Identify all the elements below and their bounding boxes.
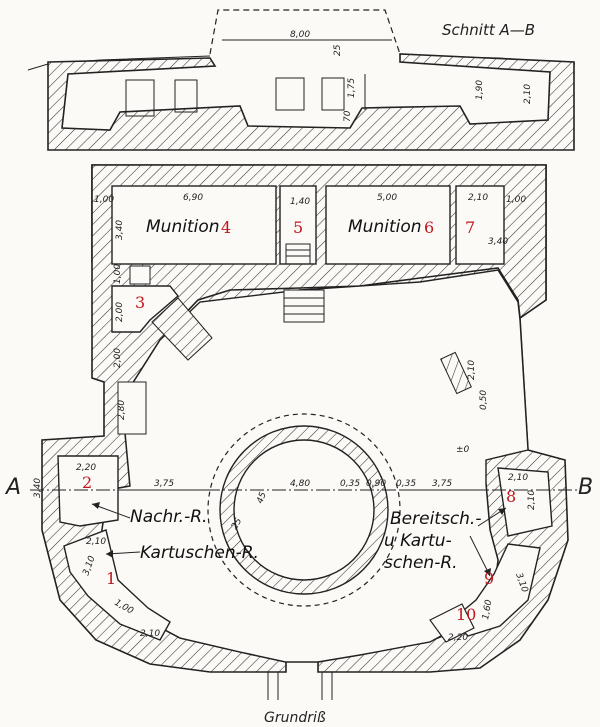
dim-340c: 3,40 xyxy=(33,478,43,498)
plan-view xyxy=(30,164,578,700)
room-number-6: 6 xyxy=(424,218,434,237)
room-7 xyxy=(455,185,505,265)
room-3-passage xyxy=(129,265,151,285)
dashed-roof-outline xyxy=(209,9,401,55)
room-3 xyxy=(111,285,179,333)
dim-100c: 1,00 xyxy=(113,264,123,284)
room-number-5: 5 xyxy=(293,218,303,237)
left-niche xyxy=(117,381,147,435)
dim-220a: 2,20 xyxy=(76,463,96,473)
room-number-3: 3 xyxy=(135,293,145,312)
room-3-embrasure xyxy=(151,297,213,361)
room-number-9: 9 xyxy=(484,569,494,588)
room-munition-6 xyxy=(325,185,451,265)
section-axis-labels: A B xyxy=(4,475,593,500)
dim-375b: 3,75 xyxy=(432,479,452,489)
dim-090: 0,90 xyxy=(366,479,386,489)
dim-210b: 2,10 xyxy=(140,629,160,639)
section-dim-70: 70 xyxy=(343,110,353,122)
section-opening-4 xyxy=(321,77,345,111)
dim-050: 0,50 xyxy=(479,390,489,410)
dim-200a: 2,00 xyxy=(115,302,125,322)
dim-210r2: 2,10 xyxy=(527,490,537,510)
leader-arrows xyxy=(91,502,507,577)
gun-ring-inner xyxy=(233,439,375,581)
section-dim-210: 2,10 xyxy=(523,84,533,104)
room-number-7: 7 xyxy=(465,218,475,237)
section-dim-175: 1,75 xyxy=(347,78,357,98)
dim-375a: 3,75 xyxy=(154,479,174,489)
small-wall-block xyxy=(440,351,472,395)
dim-690: 6,90 xyxy=(183,193,203,203)
dim-210-top: 2,10 xyxy=(468,193,488,203)
room-number-4: 4 xyxy=(221,218,231,237)
section-dim-190: 1,90 xyxy=(475,80,485,100)
dim-220b: 2,20 xyxy=(448,633,468,643)
label-kartuschen: Kartuschen-R. xyxy=(140,543,259,563)
room-numbers: 1 2 3 4 5 6 7 8 9 10 xyxy=(82,218,516,624)
label-bereitsch-2: u Kartu- xyxy=(384,531,452,551)
dim-210l: 2,10 xyxy=(86,537,106,547)
room-number-8: 8 xyxy=(506,487,516,506)
dim-035b: 0,35 xyxy=(396,479,416,489)
label-bereitsch-1: Bereitsch.- xyxy=(390,509,481,529)
room-10 xyxy=(429,603,475,643)
room-munition-4 xyxy=(111,185,277,265)
label-munition-left: Munition xyxy=(146,217,220,237)
plan-title: Grundriß xyxy=(264,710,326,726)
plan-dimensions: 1,00 6,90 1,40 5,00 2,10 1,00 3,40 3,40 … xyxy=(33,193,537,643)
axis-label-a: A xyxy=(4,475,21,500)
section-walls xyxy=(47,53,575,151)
room-9-bereitsch xyxy=(450,543,541,637)
section-opening-1 xyxy=(125,79,155,117)
dim-100a: 1,00 xyxy=(94,195,114,205)
section-view: Schnitt A—B 8,00 25 1,75 70 1,90 2,10 xyxy=(27,9,576,151)
section-opening-3 xyxy=(275,77,305,111)
dim-160: 1,60 xyxy=(481,599,494,621)
room-8 xyxy=(497,467,553,537)
section-title: Schnitt A—B xyxy=(442,21,535,39)
gun-ring-dashed xyxy=(207,413,401,607)
label-munition-right: Munition xyxy=(348,217,422,237)
label-nachr: Nachr.-R. xyxy=(130,507,207,527)
dim-100b: 1,00 xyxy=(506,195,526,205)
dim-480: 4,80 xyxy=(290,479,310,489)
section-opening-2 xyxy=(174,79,198,113)
dim-210r: 2,10 xyxy=(508,473,528,483)
dim-340a: 3,40 xyxy=(115,220,125,240)
label-bereitsch-3: schen-R. xyxy=(384,553,458,573)
section-width-label: 8,00 xyxy=(290,30,310,40)
room-number-1: 1 xyxy=(106,569,116,588)
room-number-10: 10 xyxy=(456,605,476,624)
dim-340b: 3,40 xyxy=(488,237,508,247)
dim-200b: 2,00 xyxy=(113,348,123,368)
level-zero: ±0 xyxy=(456,445,470,455)
dim-210s: 2,10 xyxy=(467,360,477,380)
dim-500: 5,00 xyxy=(377,193,397,203)
room-number-2: 2 xyxy=(82,473,92,492)
entrance xyxy=(267,672,333,700)
stairs xyxy=(283,243,325,323)
dim-140: 1,40 xyxy=(290,197,310,207)
dim-035a: 0,35 xyxy=(340,479,360,489)
axis-label-b: B xyxy=(578,475,593,500)
room-labels: Munition Munition Nachr.-R. Kartuschen-R… xyxy=(130,217,481,573)
section-dim-25: 25 xyxy=(333,44,343,56)
dim-280: 2,80 xyxy=(117,400,127,420)
dim-45: 45 xyxy=(255,491,268,505)
